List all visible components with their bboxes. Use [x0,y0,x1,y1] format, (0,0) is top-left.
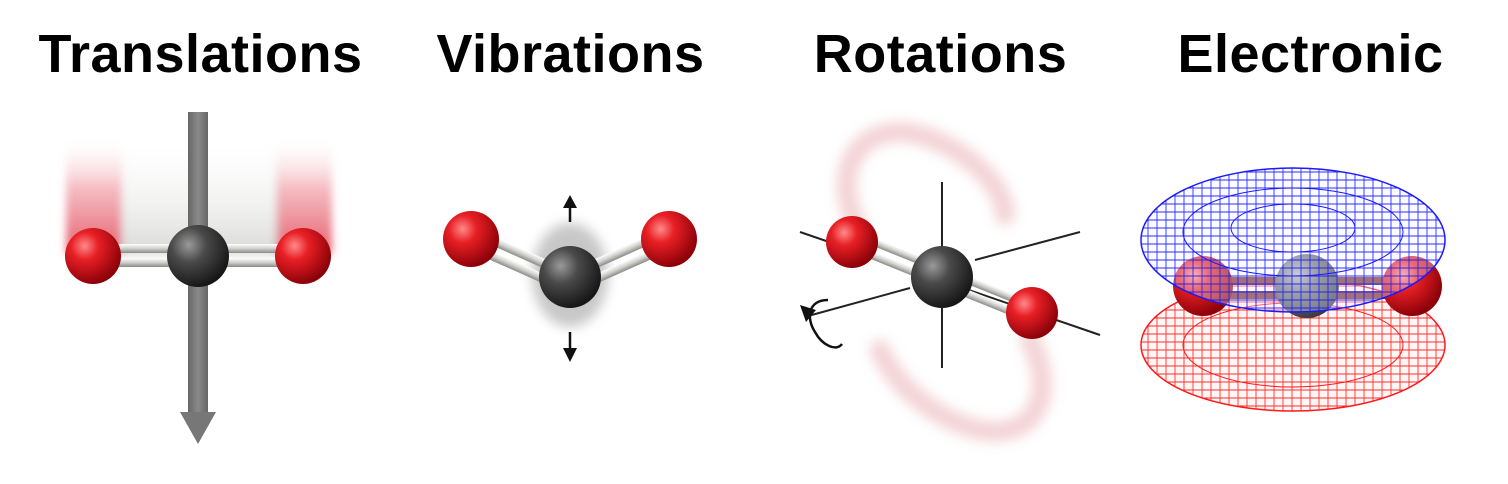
axis-line [807,287,911,317]
oxygen-atom [65,228,121,284]
oxygen-atom [275,228,331,284]
oxygen-atom [1006,287,1058,339]
electronic-illustration [1140,167,1446,412]
atoms-chain [1173,254,1442,318]
rotation-arrow-head [800,305,816,322]
oxygen-atom [641,211,697,267]
rotation-blur-ring [836,121,1052,442]
oxygen-atom [443,211,499,267]
panel-title-rotations: Rotations [813,24,1068,84]
translation-illustration [65,112,332,444]
rotation-illustration [799,121,1101,442]
axis-line [974,231,1081,261]
panel-title-electronic: Electronic [1177,24,1444,84]
panel-title-vibrations: Vibrations [436,24,705,84]
oxygen-atom [1173,256,1233,316]
panel-title-translations: Translations [38,24,363,84]
vibration-illustration [443,195,697,362]
oxygen-atom [826,216,878,268]
carbon-atom [167,225,229,287]
down-arrow-icon [180,412,216,444]
carbon-atom [911,246,973,308]
carbon-atom [539,246,601,308]
up-arrow-head [563,195,577,208]
positive-orbital-lobe [1140,167,1446,313]
carbon-atom [1275,254,1339,318]
rotation-arrow-icon [808,298,843,349]
down-arrow-head [563,348,577,362]
